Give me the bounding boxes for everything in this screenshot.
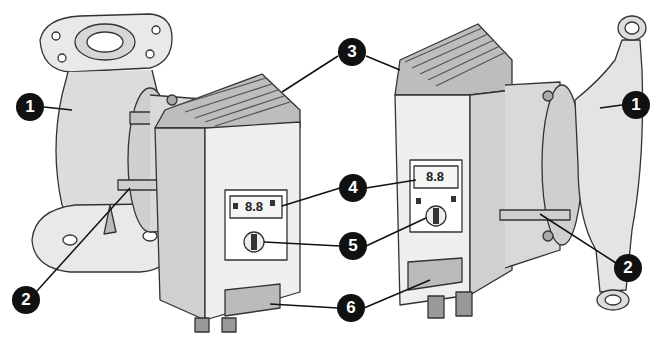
callout-number: 6	[337, 294, 365, 322]
callout-number: 1	[16, 93, 44, 121]
callout-number: 3	[338, 38, 366, 66]
right-electronic-module	[395, 24, 512, 318]
callout-number: 1	[622, 91, 650, 119]
callout-number: 2	[614, 254, 642, 282]
display-readout: 8.8	[426, 170, 444, 184]
callout-number: 4	[339, 174, 367, 202]
callout-number: 2	[12, 286, 40, 314]
right-pump-housing	[500, 16, 646, 310]
left-electronic-module	[155, 74, 300, 332]
leader-lines	[36, 56, 622, 308]
display-readout: 8.8	[245, 200, 263, 214]
callout-number: 5	[339, 232, 367, 260]
